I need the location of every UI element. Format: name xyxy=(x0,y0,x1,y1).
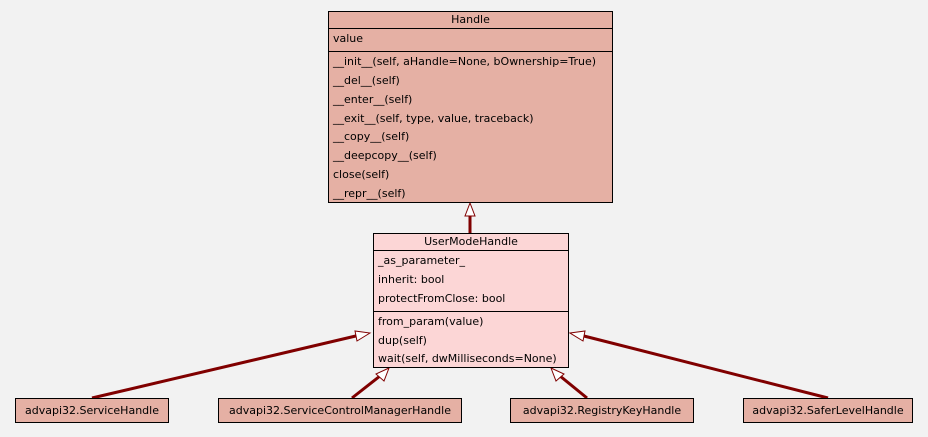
edge-scm-to-usermode xyxy=(351,374,381,400)
edge-safer-to-usermode xyxy=(579,333,829,400)
class-saferlevelhandle: advapi32.SaferLevelHandle xyxy=(743,398,913,423)
edge-service-to-usermode xyxy=(91,333,361,400)
generalization-arrowhead xyxy=(354,330,372,342)
class-usermodehandle-title: UserModeHandle xyxy=(374,234,568,251)
method: __repr__(self) xyxy=(333,187,406,201)
class-handle-methods: __init__(self, aHandle=None, bOwnership=… xyxy=(329,52,612,206)
class-registrykeyhandle: advapi32.RegistryKeyHandle xyxy=(510,398,694,423)
method: close(self) xyxy=(333,168,390,182)
method: __exit__(self, type, value, traceback) xyxy=(333,111,534,125)
class-handle: Handle value __init__(self, aHandle=None… xyxy=(328,11,613,203)
attribute: _as_parameter_ xyxy=(378,254,466,267)
method: wait(self, dwMilliseconds=None) xyxy=(378,352,557,366)
class-handle-attributes: value xyxy=(329,29,612,52)
class-usermodehandle: UserModeHandle _as_parameter_ inherit: b… xyxy=(373,233,569,368)
class-usermodehandle-attributes: _as_parameter_ inherit: bool protectFrom… xyxy=(374,251,568,312)
method: __deepcopy__(self) xyxy=(333,149,437,163)
class-servicehandle: advapi32.ServiceHandle xyxy=(15,398,169,423)
generalization-arrowhead xyxy=(550,367,565,382)
method: from_param(value) xyxy=(378,314,484,328)
method: __enter__(self) xyxy=(333,92,413,106)
class-servicecontrolmanagerhandle: advapi32.ServiceControlManagerHandle xyxy=(218,398,462,423)
generalization-arrowhead xyxy=(464,201,476,217)
class-usermodehandle-methods: from_param(value) dup(self) wait(self, d… xyxy=(374,312,568,372)
method: dup(self) xyxy=(378,333,427,347)
generalization-arrowhead xyxy=(568,330,586,342)
attribute: value xyxy=(333,32,364,45)
method: __del__(self) xyxy=(333,73,400,87)
class-handle-title: Handle xyxy=(329,12,612,29)
attribute: inherit: bool xyxy=(378,272,445,286)
attribute: protectFromClose: bool xyxy=(378,291,506,305)
edge-registry-to-usermode xyxy=(559,374,588,400)
method: __copy__(self) xyxy=(333,130,410,144)
method: __init__(self, aHandle=None, bOwnership=… xyxy=(333,54,597,68)
generalization-arrowhead xyxy=(375,367,390,382)
